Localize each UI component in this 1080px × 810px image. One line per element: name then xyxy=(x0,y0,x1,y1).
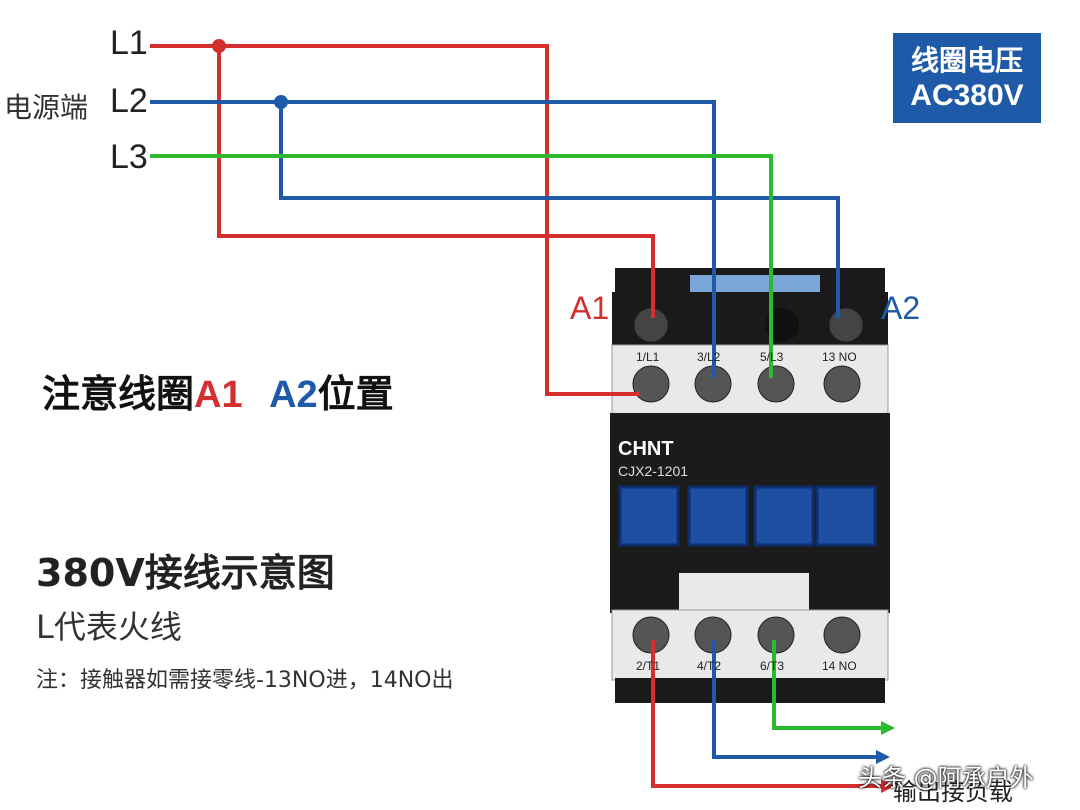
source-label: 电源端 xyxy=(4,91,89,124)
terminal-label-bottom: 6/T3 xyxy=(760,659,785,673)
coil-note-a2: A2 xyxy=(269,374,318,416)
wire-t3-out xyxy=(772,640,885,730)
contactor-slider xyxy=(679,573,809,613)
contactor-label-window xyxy=(690,275,820,297)
screw-13-no xyxy=(823,365,861,403)
screw-14-no xyxy=(823,616,861,654)
coil-voltage-box: 线圈电压 AC380V xyxy=(893,33,1041,123)
coil-note-suffix: 位置 xyxy=(317,372,394,416)
diagram-subtitle: L代表火线 xyxy=(36,608,182,646)
terminal-screws xyxy=(632,307,864,654)
wire-t1-out xyxy=(651,640,885,788)
wire-l1-coil-a1 xyxy=(217,46,655,318)
contactor-model: CJX2-1201 xyxy=(618,463,689,479)
line-label-l1: L1 xyxy=(110,24,148,62)
contactor-blue-cover xyxy=(753,485,815,547)
neutral-note: 注：接触器如需接零线-13NO进，14NO出 xyxy=(36,668,454,693)
terminal-label-top: 3/L2 xyxy=(697,350,721,364)
wire-t2-out xyxy=(712,640,878,759)
contactor-blue-cover xyxy=(687,485,749,547)
line-label-l3: L3 xyxy=(110,138,148,176)
coil-position-note: 注意线圈A1 A2位置 xyxy=(42,363,394,418)
junction-l1 xyxy=(212,39,226,53)
coil-note-a1: A1 xyxy=(194,374,243,416)
coil-terminal-a1: A1 xyxy=(570,290,610,326)
screw-1-l1 xyxy=(632,365,670,403)
watermark: 头条 @阿承户外 xyxy=(858,764,1034,792)
screw-blank xyxy=(765,308,799,342)
coil-terminal-a2: A2 xyxy=(881,290,921,326)
coil-voltage-label: 线圈电压 xyxy=(910,44,1023,77)
screw-a2 xyxy=(828,307,864,343)
wire-l3-main xyxy=(150,154,773,378)
diagram-title: 380V接线示意图 xyxy=(36,551,335,595)
line-label-l2: L2 xyxy=(110,82,148,120)
terminal-label-top: 13 NO xyxy=(822,350,857,364)
arrow-t3 xyxy=(881,721,895,735)
terminal-label-bottom: 2/T1 xyxy=(636,659,661,673)
terminal-label-top: 5/L3 xyxy=(760,350,784,364)
contactor-base xyxy=(615,678,885,703)
terminal-label-top: 1/L1 xyxy=(636,350,660,364)
wire-l1-main xyxy=(150,44,640,396)
wire-l2-main xyxy=(150,100,716,378)
junction-l2 xyxy=(274,95,288,109)
output-load-label: 输出接负载 xyxy=(893,778,1013,806)
coil-voltage-value: AC380V xyxy=(910,79,1024,112)
wire-l2-coil-a2 xyxy=(279,102,840,318)
arrow-t2 xyxy=(876,750,890,764)
terminal-label-bottom: 14 NO xyxy=(822,659,857,673)
contactor-brand: CHNT xyxy=(618,438,674,460)
coil-note-prefix: 注意线圈 xyxy=(42,372,195,416)
terminal-label-bottom: 4/T2 xyxy=(697,659,722,673)
contactor-blue-cover xyxy=(618,485,680,547)
screw-5-l3 xyxy=(757,365,795,403)
arrow-t1 xyxy=(881,779,895,793)
contactor-blue-cover xyxy=(815,485,877,547)
